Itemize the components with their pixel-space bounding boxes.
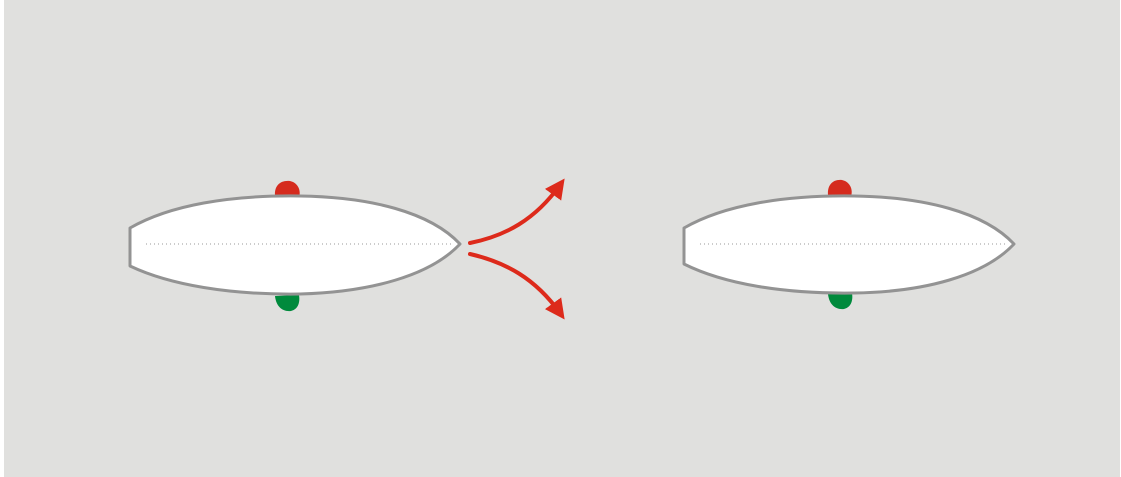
boat-diagram — [0, 0, 1121, 477]
